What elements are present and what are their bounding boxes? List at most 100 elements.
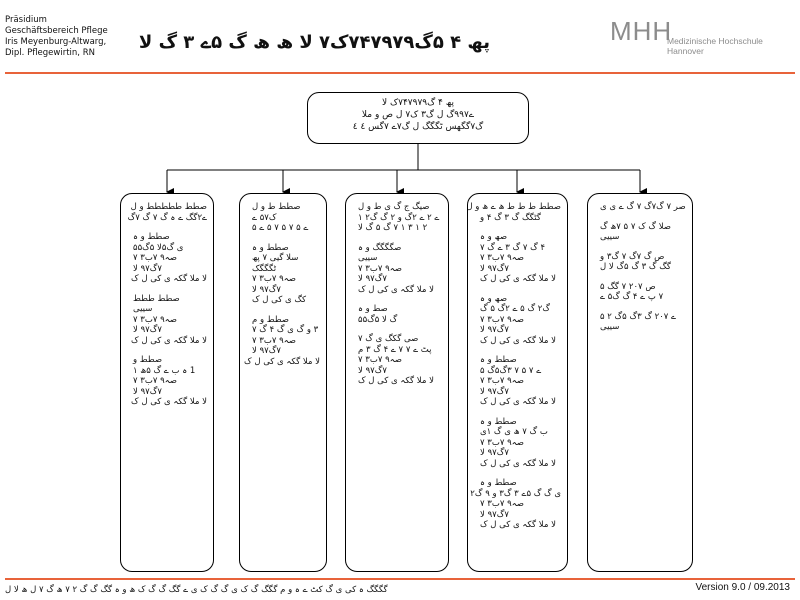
entry-line: سییی xyxy=(358,253,378,263)
column-entry: صی گکگ ی گ ۷ پٹ ے ۷ ۷ ے ۴ گ ۳ م صہ۹ ۷ب۳ … xyxy=(358,334,442,387)
column-entry: صط و ہ گ لا ۵گ۵۵ xyxy=(358,304,442,325)
entry-line: ۷گ۹۷ لا xyxy=(252,284,281,295)
entry-line: صطط و ہ xyxy=(480,478,517,488)
column-head-line: صطط ط و ل xyxy=(252,202,301,212)
column-head-line: صر ۷ گ۷گ ۷ گ ے ی ی xyxy=(600,202,686,212)
entry-line: لا ملا گکہ ی کی ل ک xyxy=(480,397,556,407)
entry-line: گ۲ گ ۵ ے ۲گ ۵ گ xyxy=(480,304,550,314)
column-head-line: صطط ططططط و ل xyxy=(130,202,207,212)
entry-line: ۷گ۹۷ لا xyxy=(480,509,509,520)
org-column-3: صیگ ج گ ی ط و ل ے ۲ ے ۲گ و ۲ گ گ۲ ۱ ۲ ۱ … xyxy=(345,193,449,572)
entry-line: سلا گیی ۷ پھ xyxy=(252,253,299,263)
root-line: گ۷گگھس ٹگگگ ل گ۷ے ۷گس ٤ ٤ xyxy=(352,122,484,132)
entry-line: سییی xyxy=(600,232,620,242)
entry-line: لا ملا گکہ ی کی ل ک xyxy=(358,376,434,386)
entry-line: ۷گ۹۷ لا xyxy=(480,448,509,458)
column-head: صر ۷ گ۷گ ۷ گ ے ی ی xyxy=(600,202,686,213)
footer-note: گگگگ ہ کی ی گ کٹ ے ہ و م گگگ گ ک ی گ گ ک… xyxy=(5,585,388,595)
entry-line: صھ و ہ xyxy=(480,232,508,242)
column-head-line: ے ۲ ے ۲گ و ۲ گ گ۲ ۱ xyxy=(358,212,440,223)
entry-line: ۷گ۹۷ لا xyxy=(133,386,162,397)
header-divider xyxy=(5,72,795,74)
logo-text-line: Medizinische Hochschule xyxy=(667,36,763,46)
column-head-line: ے ۵ ۷ ۵ ۷ ۵ ے ۵ xyxy=(252,223,309,233)
entry-line: ۷گ۹۷ لا xyxy=(480,325,509,335)
entry-line: لا ملا گکہ ی کی ل ک xyxy=(131,335,207,346)
column-entry: صطط و م ۳ و گ ی گ ۴ گ ۷ صہ۹ ۷ب۳ ۷ ۷گ۹۷ ل… xyxy=(244,315,320,368)
root-line: ے۹۹۷گ ل گ۳ ک۷ ل ص و ملا xyxy=(361,110,475,120)
entry-line: صھ و ہ xyxy=(480,293,508,304)
entry-line: صہ۹ ۷ب۳ ۷ xyxy=(480,253,524,263)
column-entry: ص گ ۷گ ۷ گ۳ و گگ گ ۳ گ ۵گ لا ل xyxy=(600,252,686,273)
entry-line: صطط ططط xyxy=(133,293,180,304)
version-label: Version 9.0 / 09.2013 xyxy=(695,582,790,593)
entry-line: ۷گ۹۷ لا xyxy=(480,386,509,397)
department-info: Präsidium Geschäftsbereich Pflege Iris M… xyxy=(5,15,155,59)
entry-line: صہ۹ ۷ب۳ ۷ xyxy=(480,499,524,509)
column-head-line: ۲ ۱ ۳ ۱ ۷ گ ۵ گ لا xyxy=(358,223,428,233)
column-entry: صھ و ہ ۴ گ ۷ گ ۳ ے گ ۷ صہ۹ ۷ب۳ ۷ ۷گ۹۷ لا… xyxy=(480,232,561,285)
entry-line: کگ ی کی ل ک xyxy=(252,295,307,305)
logo-text: Medizinische Hochschule Hannover xyxy=(667,36,763,56)
column-entry: صلا گ ک ۷ ۵ ۷ھ گ سییی xyxy=(600,222,686,243)
column-entry: صطط ططط سییی صہ۹ ۷ب۳ ۷ ۷گ۹۷ لا لا ملا گک… xyxy=(131,293,207,347)
entry-line: گ لا ۵گ۵۵ xyxy=(358,314,398,325)
entry-line: صی گکگ ی گ ۷ xyxy=(358,334,419,344)
column-head-line: گٹگگ گ ۳ گ ۴ و xyxy=(480,212,541,223)
logo-text-line: Hannover xyxy=(667,46,704,56)
column-head-line: ک۵۷ ے xyxy=(252,212,277,223)
logo-mark: MHH xyxy=(610,16,673,46)
entry-line: صہ۹ ۷ب۳ ۷ xyxy=(133,314,177,325)
department-line: Präsidium xyxy=(5,15,47,25)
column-entry: صطط و ہ سلا گیی ۷ پھ ٹگگگک صہ۹ ۷ب۳ ۷ ۷گ۹… xyxy=(252,243,320,306)
entry-line: ۷گ۹۷ لا xyxy=(133,263,162,274)
entry-line: صہ۹ ۷ب۳ ۷ xyxy=(480,376,524,386)
entry-line: صط و ہ xyxy=(358,304,388,314)
column-head-line: صطط ط ط ط ھ ے ھ و ل xyxy=(467,202,561,212)
entry-line: 1 ہ ب ے گ ۵ھ ۱ xyxy=(133,365,196,376)
column-head-line: ے۲گگ ے ہ گ ۷ گ ۷گ xyxy=(127,212,207,223)
column-head: صطط ط و ل ک۵۷ ے ے ۵ ۷ ۵ ۷ ۵ ے ۵ xyxy=(252,202,320,234)
entry-line: لا ملا گکہ ی کی ل ک xyxy=(131,274,207,284)
column-entry: ص ۲۰۷ ۷ گگ ۵ ۷ پ ے ۴ گ گ۵ ے xyxy=(600,282,686,303)
column-head-line: صیگ ج گ ی ط و ل xyxy=(358,202,430,212)
entry-line: پٹ ے ۷ ۷ ے ۴ گ ۳ م xyxy=(358,344,432,355)
org-column-4: صطط ط ط ط ھ ے ھ و ل گٹگگ گ ۳ گ ۴ و صھ و … xyxy=(467,193,568,572)
entry-line: صہ۹ ۷ب۳ ۷ xyxy=(358,263,402,274)
entry-line: ۷ پ ے ۴ گ گ۵ ے xyxy=(600,292,664,302)
entry-line: صہ۹ ۷ب۳ ۷ xyxy=(480,314,524,325)
department-line: Geschäftsbereich Pflege xyxy=(5,26,108,36)
department-line: Dipl. Pflegewirtin, RN xyxy=(5,48,95,58)
footer-divider xyxy=(5,578,795,580)
entry-line: سییی xyxy=(600,322,620,332)
entry-line: ی گ۵لا ۵گ۵۵ xyxy=(133,242,184,253)
column-entry: صطط و 1 ہ ب ے گ ۵ھ ۱ صہ۹ ۷ب۳ ۷ ۷گ۹۷ لا ل… xyxy=(131,355,207,408)
entry-line: ۷گ۹۷ لا xyxy=(358,274,387,284)
entry-line: ص گ ۷گ ۷ گ۳ و xyxy=(600,251,665,262)
org-column-2: صطط ط و ل ک۵۷ ے ے ۵ ۷ ۵ ۷ ۵ ے ۵ صطط و ہ … xyxy=(239,193,327,572)
entry-line: صہ۹ ۷ب۳ ۷ xyxy=(480,437,524,448)
entry-line: ۴ گ ۷ گ ۳ ے گ ۷ xyxy=(480,242,546,253)
entry-line: صہ۹ ۷ب۳ ۷ xyxy=(252,335,296,346)
column-head: صطط ط ط ط ھ ے ھ و ل گٹگگ گ ۳ گ ۴ و xyxy=(467,202,561,223)
column-entry: صگگگگ و ہ سییی صہ۹ ۷ب۳ ۷ ۷گ۹۷ لا لا ملا … xyxy=(358,243,442,296)
mhh-logo: MHH Medizinische Hochschule Hannover xyxy=(610,17,795,59)
entry-line: ب گ ۷ ھ ی گ ۱ی xyxy=(480,427,548,437)
entry-line: ی گ گ ۵ے ۳ گ۳ و ۹ گ۲ ۱ xyxy=(468,488,561,499)
entry-line: گگ گ ۳ گ ۵گ لا ل xyxy=(600,262,671,272)
column-entry: ے ۲۰۷ گ ۳گ ۵گ ۲ ۵ سییی xyxy=(600,312,686,333)
entry-line: صطط و ہ xyxy=(480,416,517,427)
entry-line: صہ۹ ۷ب۳ ۷ xyxy=(358,355,402,365)
entry-line: صطط و xyxy=(133,355,163,365)
entry-line: لا ملا گکہ ی کی ل ک xyxy=(244,356,320,367)
entry-line: لا ملا گکہ ی کی ل ک xyxy=(480,274,556,284)
entry-line: لا ملا گکہ ی کی ل ک xyxy=(480,520,556,530)
entry-line: ۳ و گ ی گ ۴ گ ۷ xyxy=(252,325,319,335)
page-title: پھ ۴ ۵گ۷۴۷۹۷۹ک۷ لا ھ ھ گ ۵ے ۳ گ لا xyxy=(138,32,490,53)
entry-line: ے ۷ ۵ ۷ ۳گ۵گ ۵ xyxy=(480,365,542,376)
entry-line: لا ملا گکہ ی کی ل ک xyxy=(131,397,207,407)
entry-line: لا ملا گکہ ی کی ل ک xyxy=(480,335,556,346)
entry-line: ٹگگگک xyxy=(252,263,277,274)
entry-line: ص ۲۰۷ ۷ گگ ۵ xyxy=(600,281,656,292)
entry-line: لا ملا گکہ ی کی ل ک xyxy=(358,284,434,295)
